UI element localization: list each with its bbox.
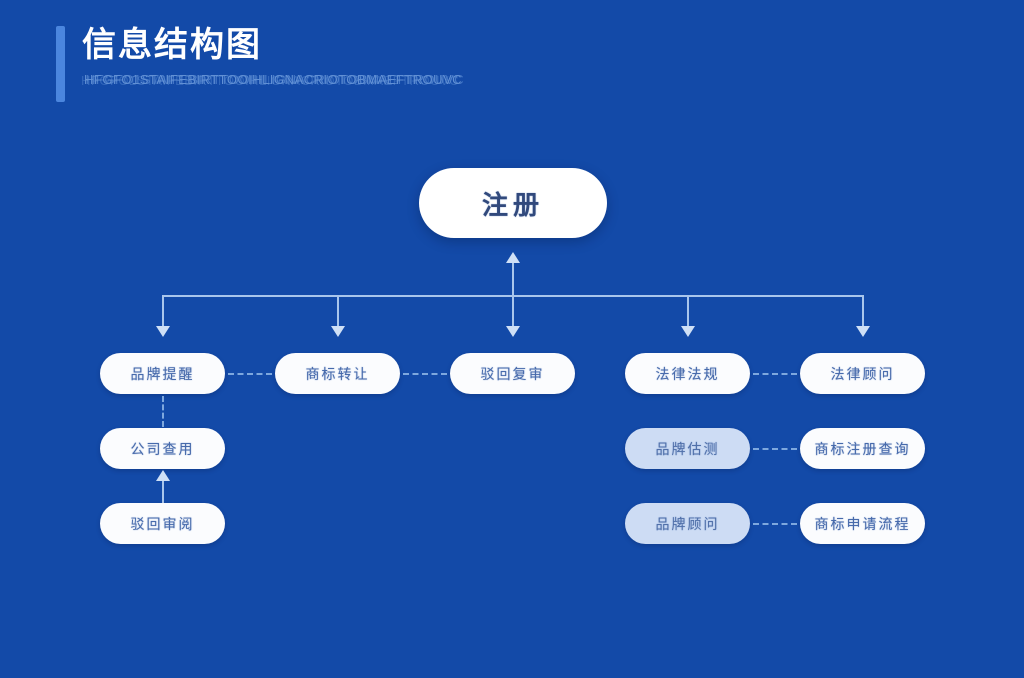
page-subtitle: HFGFO1STAIFEBIRTTOOIHLIGNACRIOTOBMAEFTRO… <box>84 72 463 87</box>
node-row4-1-label: 驳回审阅 <box>130 515 195 532</box>
node-row2-5[interactable]: 法律顾问 <box>800 353 925 394</box>
branch-stem-4 <box>687 295 689 330</box>
node-row2-3[interactable]: 驳回复审 <box>450 353 575 394</box>
node-row2-3-label: 驳回复审 <box>480 365 545 382</box>
uplink-col1-arrow <box>156 470 170 481</box>
node-row3-1-label: 公司查用 <box>130 440 195 457</box>
branch-stem-2 <box>337 295 339 330</box>
bus-horizontal-line <box>162 295 863 297</box>
node-row3-1[interactable]: 公司查用 <box>100 428 225 469</box>
node-row2-4[interactable]: 法律法规 <box>625 353 750 394</box>
page-title: 信息结构图 <box>82 26 262 64</box>
dash-link-row4-2-3 <box>753 523 797 525</box>
uplink-col1-line <box>162 481 164 503</box>
node-row4-2[interactable]: 品牌顾问 <box>625 503 750 544</box>
node-row2-2-label: 商标转让 <box>305 365 370 382</box>
node-root-label: 注册 <box>481 189 544 220</box>
node-row2-2[interactable]: 商标转让 <box>275 353 400 394</box>
header: 信息结构图 HFGFO1STAIFEBIRTTOOIHLIGNACRIOTOBM… <box>56 22 576 102</box>
branch-stem-1 <box>162 295 164 330</box>
dash-link-row2-2-3 <box>403 373 447 375</box>
node-row2-4-label: 法律法规 <box>655 365 720 382</box>
branch-stem-5 <box>862 295 864 330</box>
branch-arrow-1 <box>156 326 170 337</box>
node-row3-3-label: 商标注册查询 <box>814 440 911 457</box>
node-root[interactable]: 注册 <box>419 168 607 238</box>
dash-link-row2-4-5 <box>753 373 797 375</box>
dash-link-row3-2-3 <box>753 448 797 450</box>
root-connector-down-arrow <box>506 326 520 337</box>
branch-arrow-2 <box>331 326 345 337</box>
node-row4-3-label: 商标申请流程 <box>814 515 911 532</box>
node-row4-3[interactable]: 商标申请流程 <box>800 503 925 544</box>
node-row2-1-label: 品牌提醒 <box>130 365 195 382</box>
root-connector-line <box>512 263 514 335</box>
node-row3-2[interactable]: 品牌估测 <box>625 428 750 469</box>
node-row4-1[interactable]: 驳回审阅 <box>100 503 225 544</box>
node-row2-5-label: 法律顾问 <box>830 365 895 382</box>
root-connector-up-arrow <box>506 252 520 263</box>
branch-arrow-5 <box>856 326 870 337</box>
dash-link-col1-row2-row3 <box>162 396 164 427</box>
node-row2-1[interactable]: 品牌提醒 <box>100 353 225 394</box>
dash-link-row2-1-2 <box>228 373 272 375</box>
node-row3-3[interactable]: 商标注册查询 <box>800 428 925 469</box>
branch-arrow-4 <box>681 326 695 337</box>
node-row3-2-label: 品牌估测 <box>655 440 720 457</box>
node-row4-2-label: 品牌顾问 <box>655 515 720 532</box>
title-accent-bar <box>56 26 65 102</box>
